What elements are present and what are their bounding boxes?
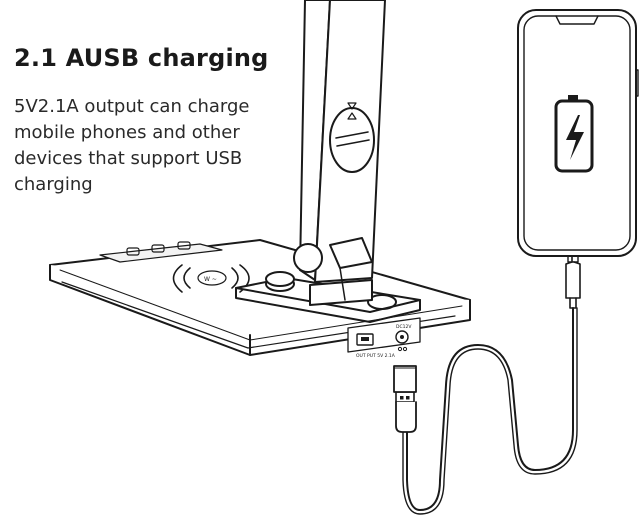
usb-cable [402, 255, 581, 515]
description-line: mobile phones and other [14, 122, 240, 143]
section-description: 5V2.1A output can charge mobile phones a… [14, 94, 304, 198]
usb-port-label: OUT PUT 5V 2.1A [356, 353, 396, 359]
dc-port [395, 330, 409, 344]
description-line: devices that support USB [14, 148, 243, 169]
dc-port-label: DC12V [396, 324, 412, 330]
wireless-label: W ~ [204, 276, 217, 283]
lamp-arm [293, 0, 386, 306]
battery-charging-icon [554, 95, 594, 173]
brightness-button-icon [177, 241, 191, 250]
arrow-up-icon [347, 112, 357, 120]
usb-port [356, 333, 374, 346]
arrow-down-icon [347, 102, 357, 110]
section-title: 2.1 AUSB charging [14, 44, 269, 72]
description-line: charging [14, 174, 93, 195]
mode-button-icon [151, 244, 165, 253]
power-button-icon [126, 247, 140, 256]
touch-buttons [99, 241, 223, 263]
smartphone [517, 9, 639, 257]
port-panel [347, 317, 421, 353]
phone-notch [555, 15, 599, 25]
description-line: 5V2.1A output can charge [14, 96, 250, 117]
usb-a-plug [393, 365, 417, 433]
